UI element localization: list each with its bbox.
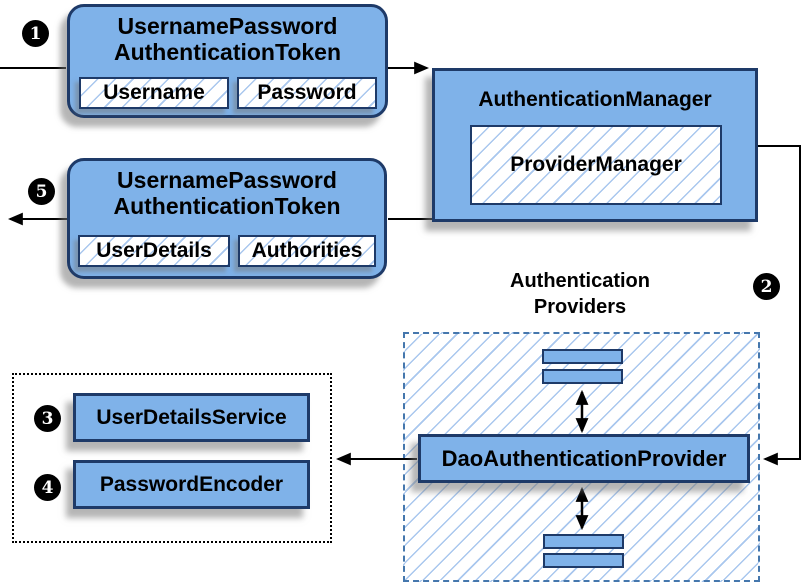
connector-manager-to-dao-provider: [758, 145, 801, 466]
result-token-node: UsernamePassword AuthenticationToken Use…: [67, 158, 387, 279]
authorities-field: Authorities: [238, 235, 376, 267]
step-5-badge: 5: [28, 178, 55, 205]
result-token-title-line2: AuthenticationToken: [113, 193, 341, 219]
step-3-badge: 3: [34, 405, 61, 432]
result-token-title: UsernamePassword AuthenticationToken: [70, 167, 384, 219]
authentication-manager-node: AuthenticationManager ProviderManager: [432, 68, 758, 222]
provider-manager-box: ProviderManager: [470, 125, 722, 205]
providers-heading-line2: Providers: [533, 296, 627, 318]
request-token-node: UsernamePassword AuthenticationToken Use…: [67, 4, 388, 118]
other-provider-bar-1: [542, 349, 623, 364]
result-token-title-line1: UsernamePassword: [117, 167, 337, 193]
user-details-service-node: UserDetailsService: [73, 393, 310, 442]
providers-heading-line1: Authentication: [510, 270, 650, 292]
dao-authentication-provider-node: DaoAuthenticationProvider: [418, 434, 750, 483]
other-provider-bar-3: [543, 534, 624, 549]
other-provider-bar-4: [543, 553, 624, 568]
authentication-providers-heading: Authentication Providers: [430, 268, 730, 320]
step-4-badge: 4: [34, 474, 61, 501]
step-1-badge: 1: [22, 20, 49, 47]
request-token-title-line2: AuthenticationToken: [113, 39, 341, 65]
step-2-badge: 2: [753, 273, 780, 300]
password-encoder-node: PasswordEncoder: [73, 460, 310, 509]
request-token-title-line1: UsernamePassword: [117, 13, 338, 39]
authentication-manager-title: AuthenticationManager: [478, 88, 712, 111]
username-field: Username: [79, 77, 229, 109]
other-provider-bar-2: [542, 369, 623, 384]
request-token-title: UsernamePassword AuthenticationToken: [70, 13, 385, 65]
user-details-field: UserDetails: [78, 235, 230, 267]
password-field: Password: [237, 77, 377, 109]
